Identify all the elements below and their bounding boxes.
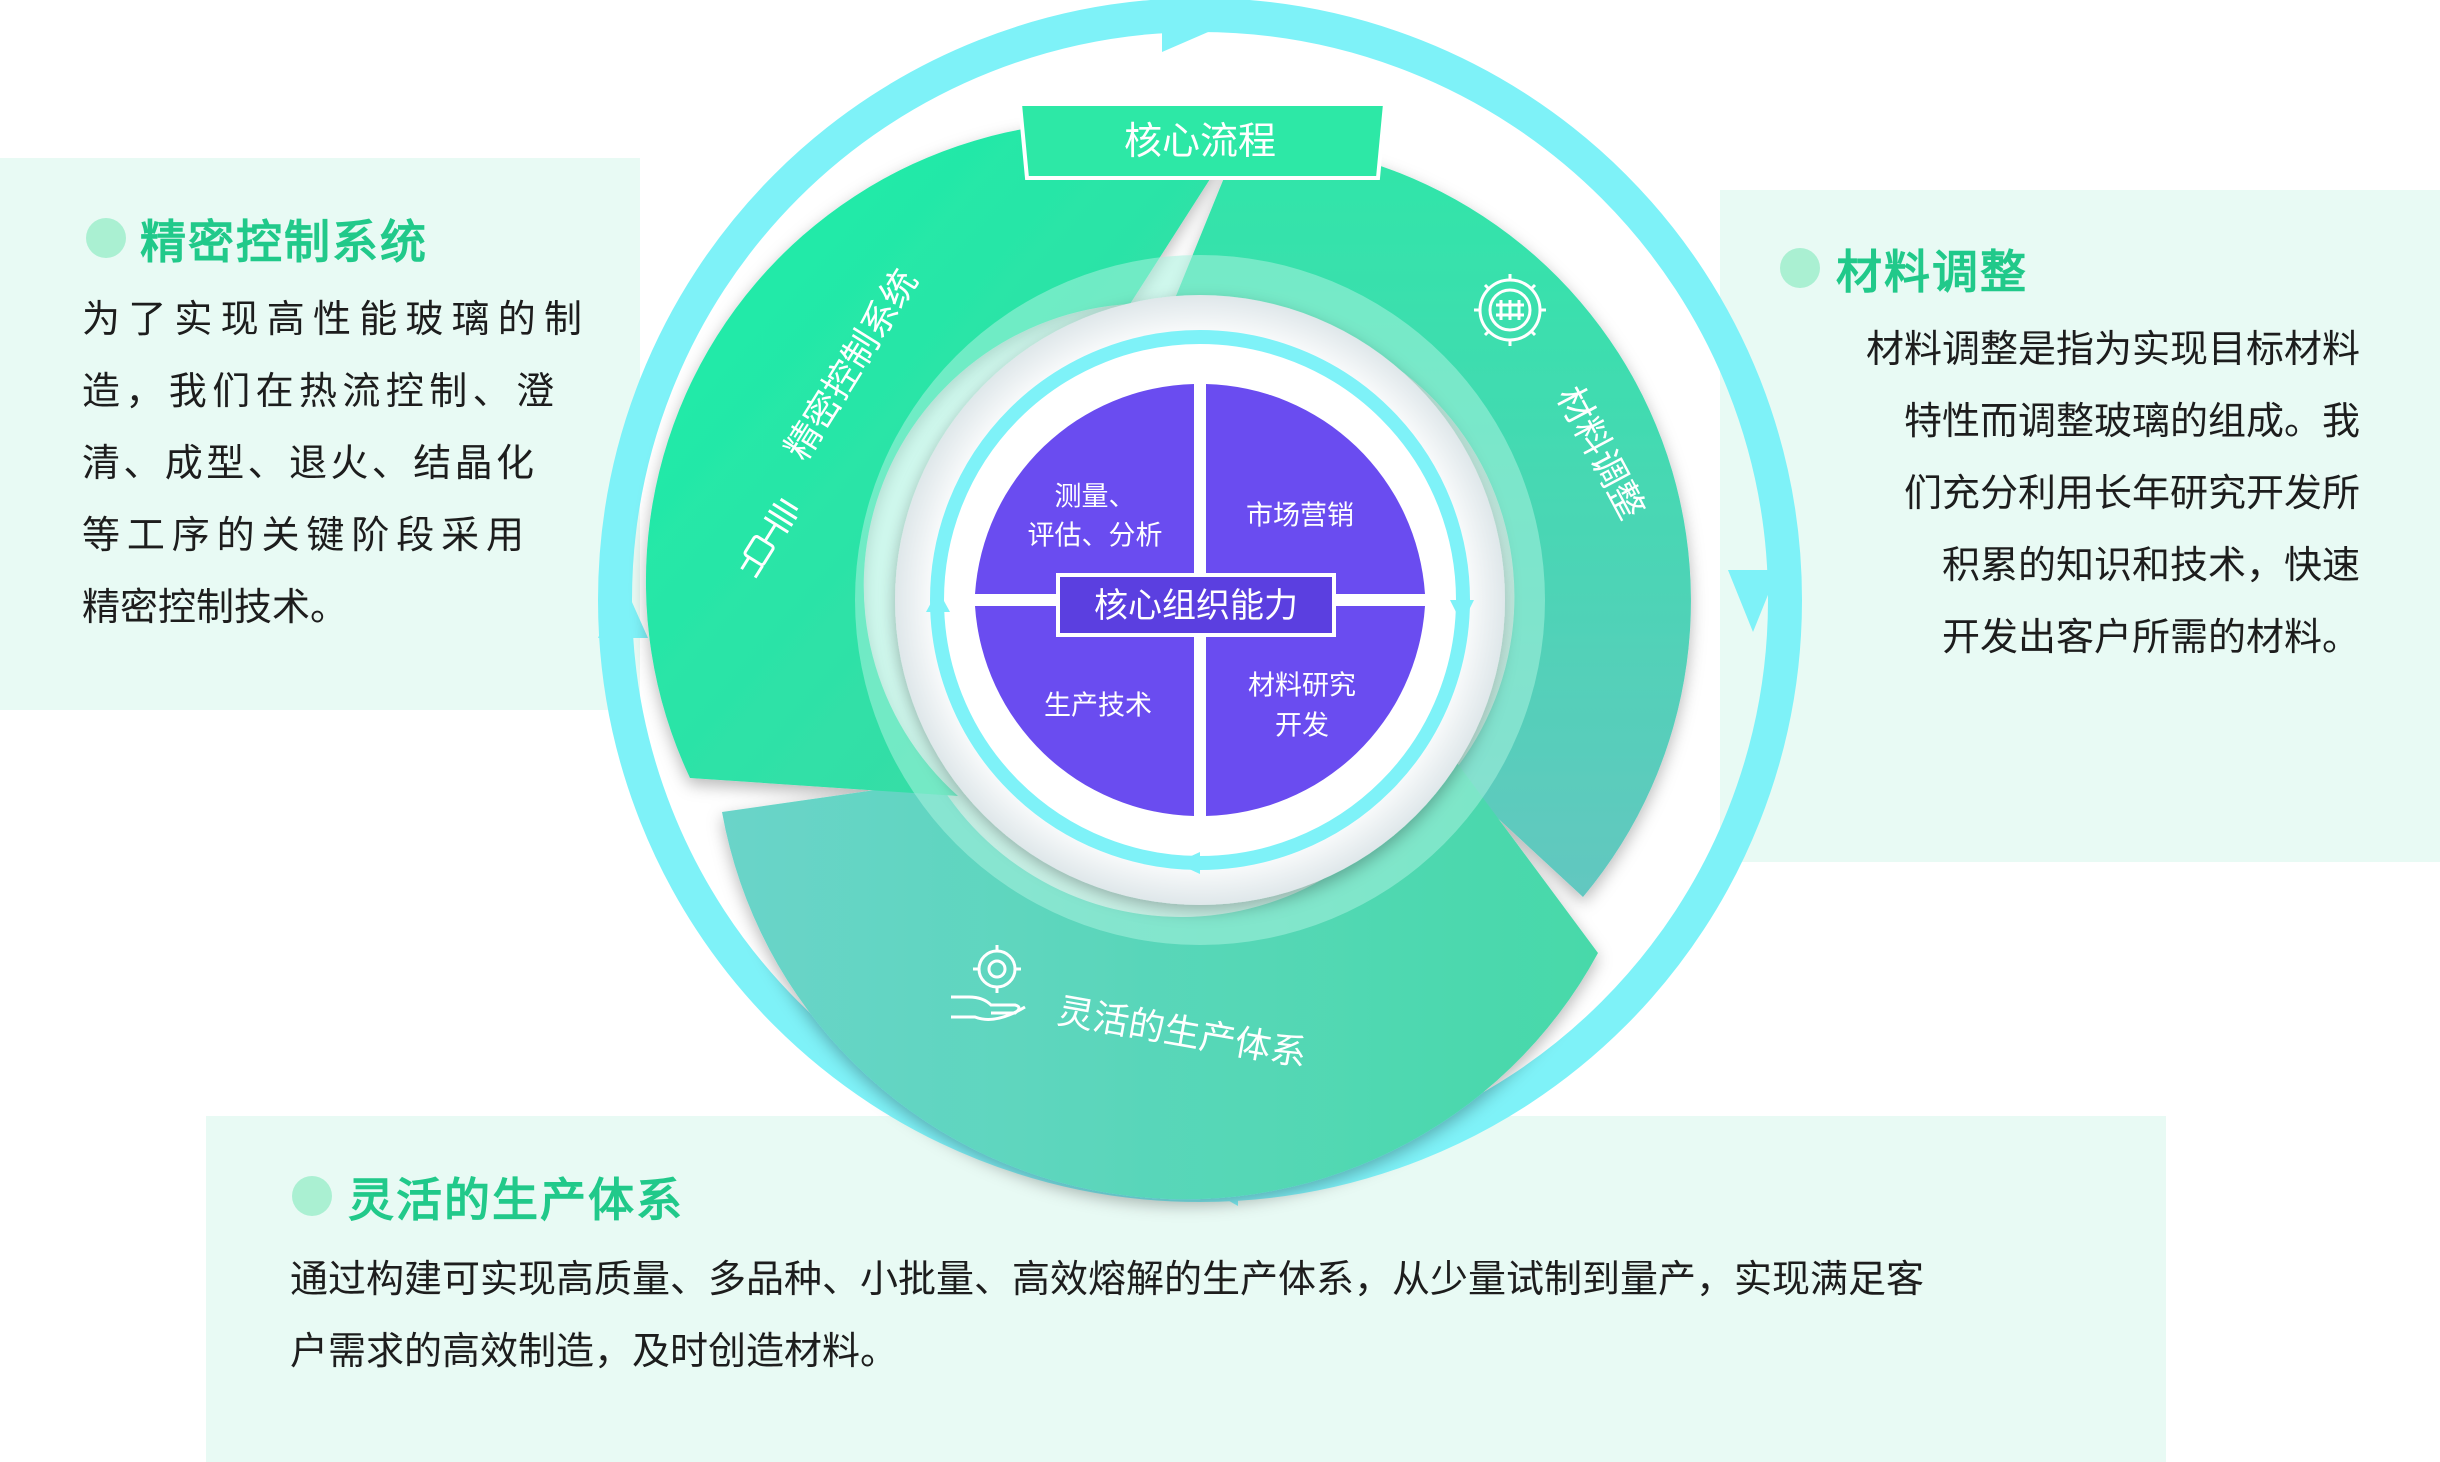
bottom-panel-title: 灵活的生产体系 xyxy=(348,1173,684,1227)
quadrant-top-left xyxy=(975,384,1194,594)
core-label: 核心组织能力 xyxy=(1094,586,1298,626)
right-text-line-3: 们充分利用长年研究开发所 xyxy=(1903,471,2360,515)
inner-arrow-bottom xyxy=(1176,852,1200,874)
left-text-line-3: 清、成型、退火、结晶化 xyxy=(82,441,534,485)
banner-label: 核心流程 xyxy=(1124,119,1276,163)
bottom-text-line-2: 户需求的高效制造，及时创造材料。 xyxy=(290,1329,899,1373)
left-title-bullet xyxy=(86,218,126,258)
quadrant-bottom-right xyxy=(1206,606,1425,816)
quadrant-top-right xyxy=(1206,384,1425,594)
right-text-line-1: 材料调整是指为实现目标材料 xyxy=(1865,327,2360,371)
right-text-line-4: 积累的知识和技术，快速 xyxy=(1941,543,2360,587)
core-label-box xyxy=(1056,573,1336,637)
right-info-panel xyxy=(1720,190,2440,862)
quadrant-top-left-line2: 评估、分析 xyxy=(1028,521,1163,552)
right-text-line-2: 特性而调整玻璃的组成。我 xyxy=(1903,399,2360,443)
left-text-line-1: 为了实现高性能玻璃的制 xyxy=(82,297,582,341)
inner-arrow-left xyxy=(926,590,950,612)
left-text-line-5: 精密控制技术。 xyxy=(82,585,349,629)
quadrant-bottom-left xyxy=(975,606,1194,816)
quadrant-top-left-line1: 测量、 xyxy=(1055,482,1136,513)
ring-arrow-left xyxy=(598,582,648,638)
left-panel-title: 精密控制系统 xyxy=(140,215,428,269)
right-title-bullet xyxy=(1780,248,1820,288)
quadrant-bottom-right-line1: 材料研究 xyxy=(1248,671,1356,702)
inner-arrow-right xyxy=(1450,600,1474,624)
ring-arrow-right xyxy=(1728,570,1778,632)
quadrant-bottom-left-text: 生产技术 xyxy=(1044,691,1152,722)
quadrant-bottom-right-line2: 开发 xyxy=(1275,711,1329,742)
bottom-text-line-1: 通过构建可实现高质量、多品种、小批量、高效熔解的生产体系，从少量试制到量产，实现… xyxy=(290,1257,1925,1301)
right-panel-text: 材料调整是指为实现目标材料 特性而调整玻璃的组成。我 们充分利用长年研究开发所 … xyxy=(1800,318,2360,678)
bottom-panel-text: 通过构建可实现高质量、多品种、小批量、高效熔解的生产体系，从少量试制到量产，实现… xyxy=(290,1248,2110,1392)
core-process-banner xyxy=(1017,102,1388,180)
gear-chip-icon xyxy=(1474,274,1546,346)
left-text-line-4: 等工序的关键阶段采用 xyxy=(82,513,524,557)
segment-right-material-adjust xyxy=(1165,141,1691,897)
right-panel-title: 材料调整 xyxy=(1836,245,2028,299)
quadrant-top-right-text: 市场营销 xyxy=(1246,501,1354,532)
left-text-line-2: 造，我们在热流控制、澄 xyxy=(82,369,554,413)
hand-switch-icon xyxy=(740,497,799,579)
left-panel-text: 为了实现高性能玻璃的制 造，我们在热流控制、澄 清、成型、退火、结晶化 等工序的… xyxy=(82,288,582,648)
bottom-title-bullet xyxy=(292,1176,332,1216)
right-text-line-5: 开发出客户所需的材料。 xyxy=(1941,615,2360,659)
hand-gear-icon xyxy=(951,945,1026,1021)
ring-arrow-top xyxy=(1162,0,1222,52)
